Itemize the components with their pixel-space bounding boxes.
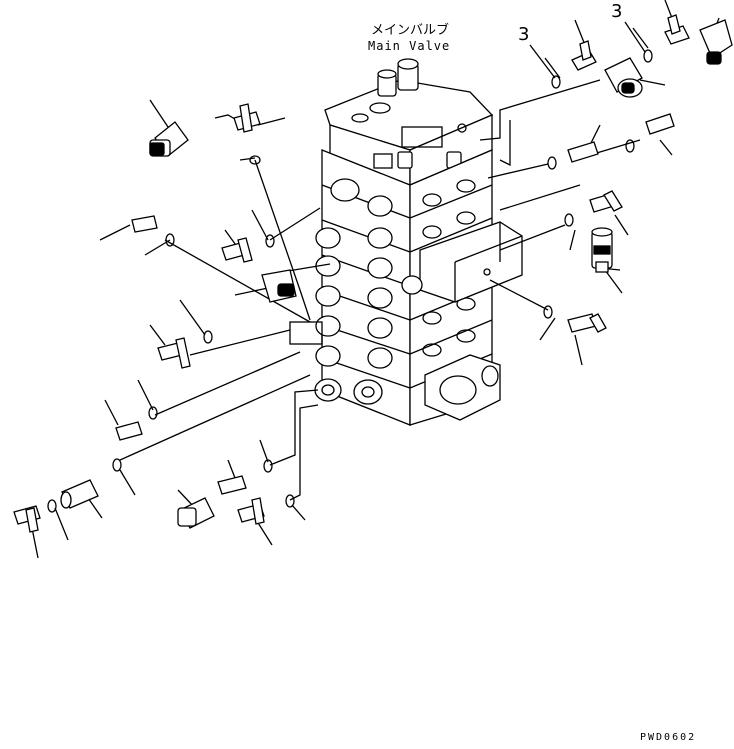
- main-valve-body: [289, 58, 523, 426]
- main-valve-title-japanese: メインバルブ: [371, 23, 450, 38]
- callout-number-left: 3: [518, 24, 530, 45]
- main-valve-title-english: Main Valve: [368, 39, 451, 53]
- elbow-fittings: [13, 14, 690, 533]
- callout-number-right: 3: [611, 1, 623, 22]
- drawing-code: PWD0602: [640, 732, 697, 743]
- pressure-switches: [60, 19, 733, 529]
- o-rings: [47, 49, 653, 513]
